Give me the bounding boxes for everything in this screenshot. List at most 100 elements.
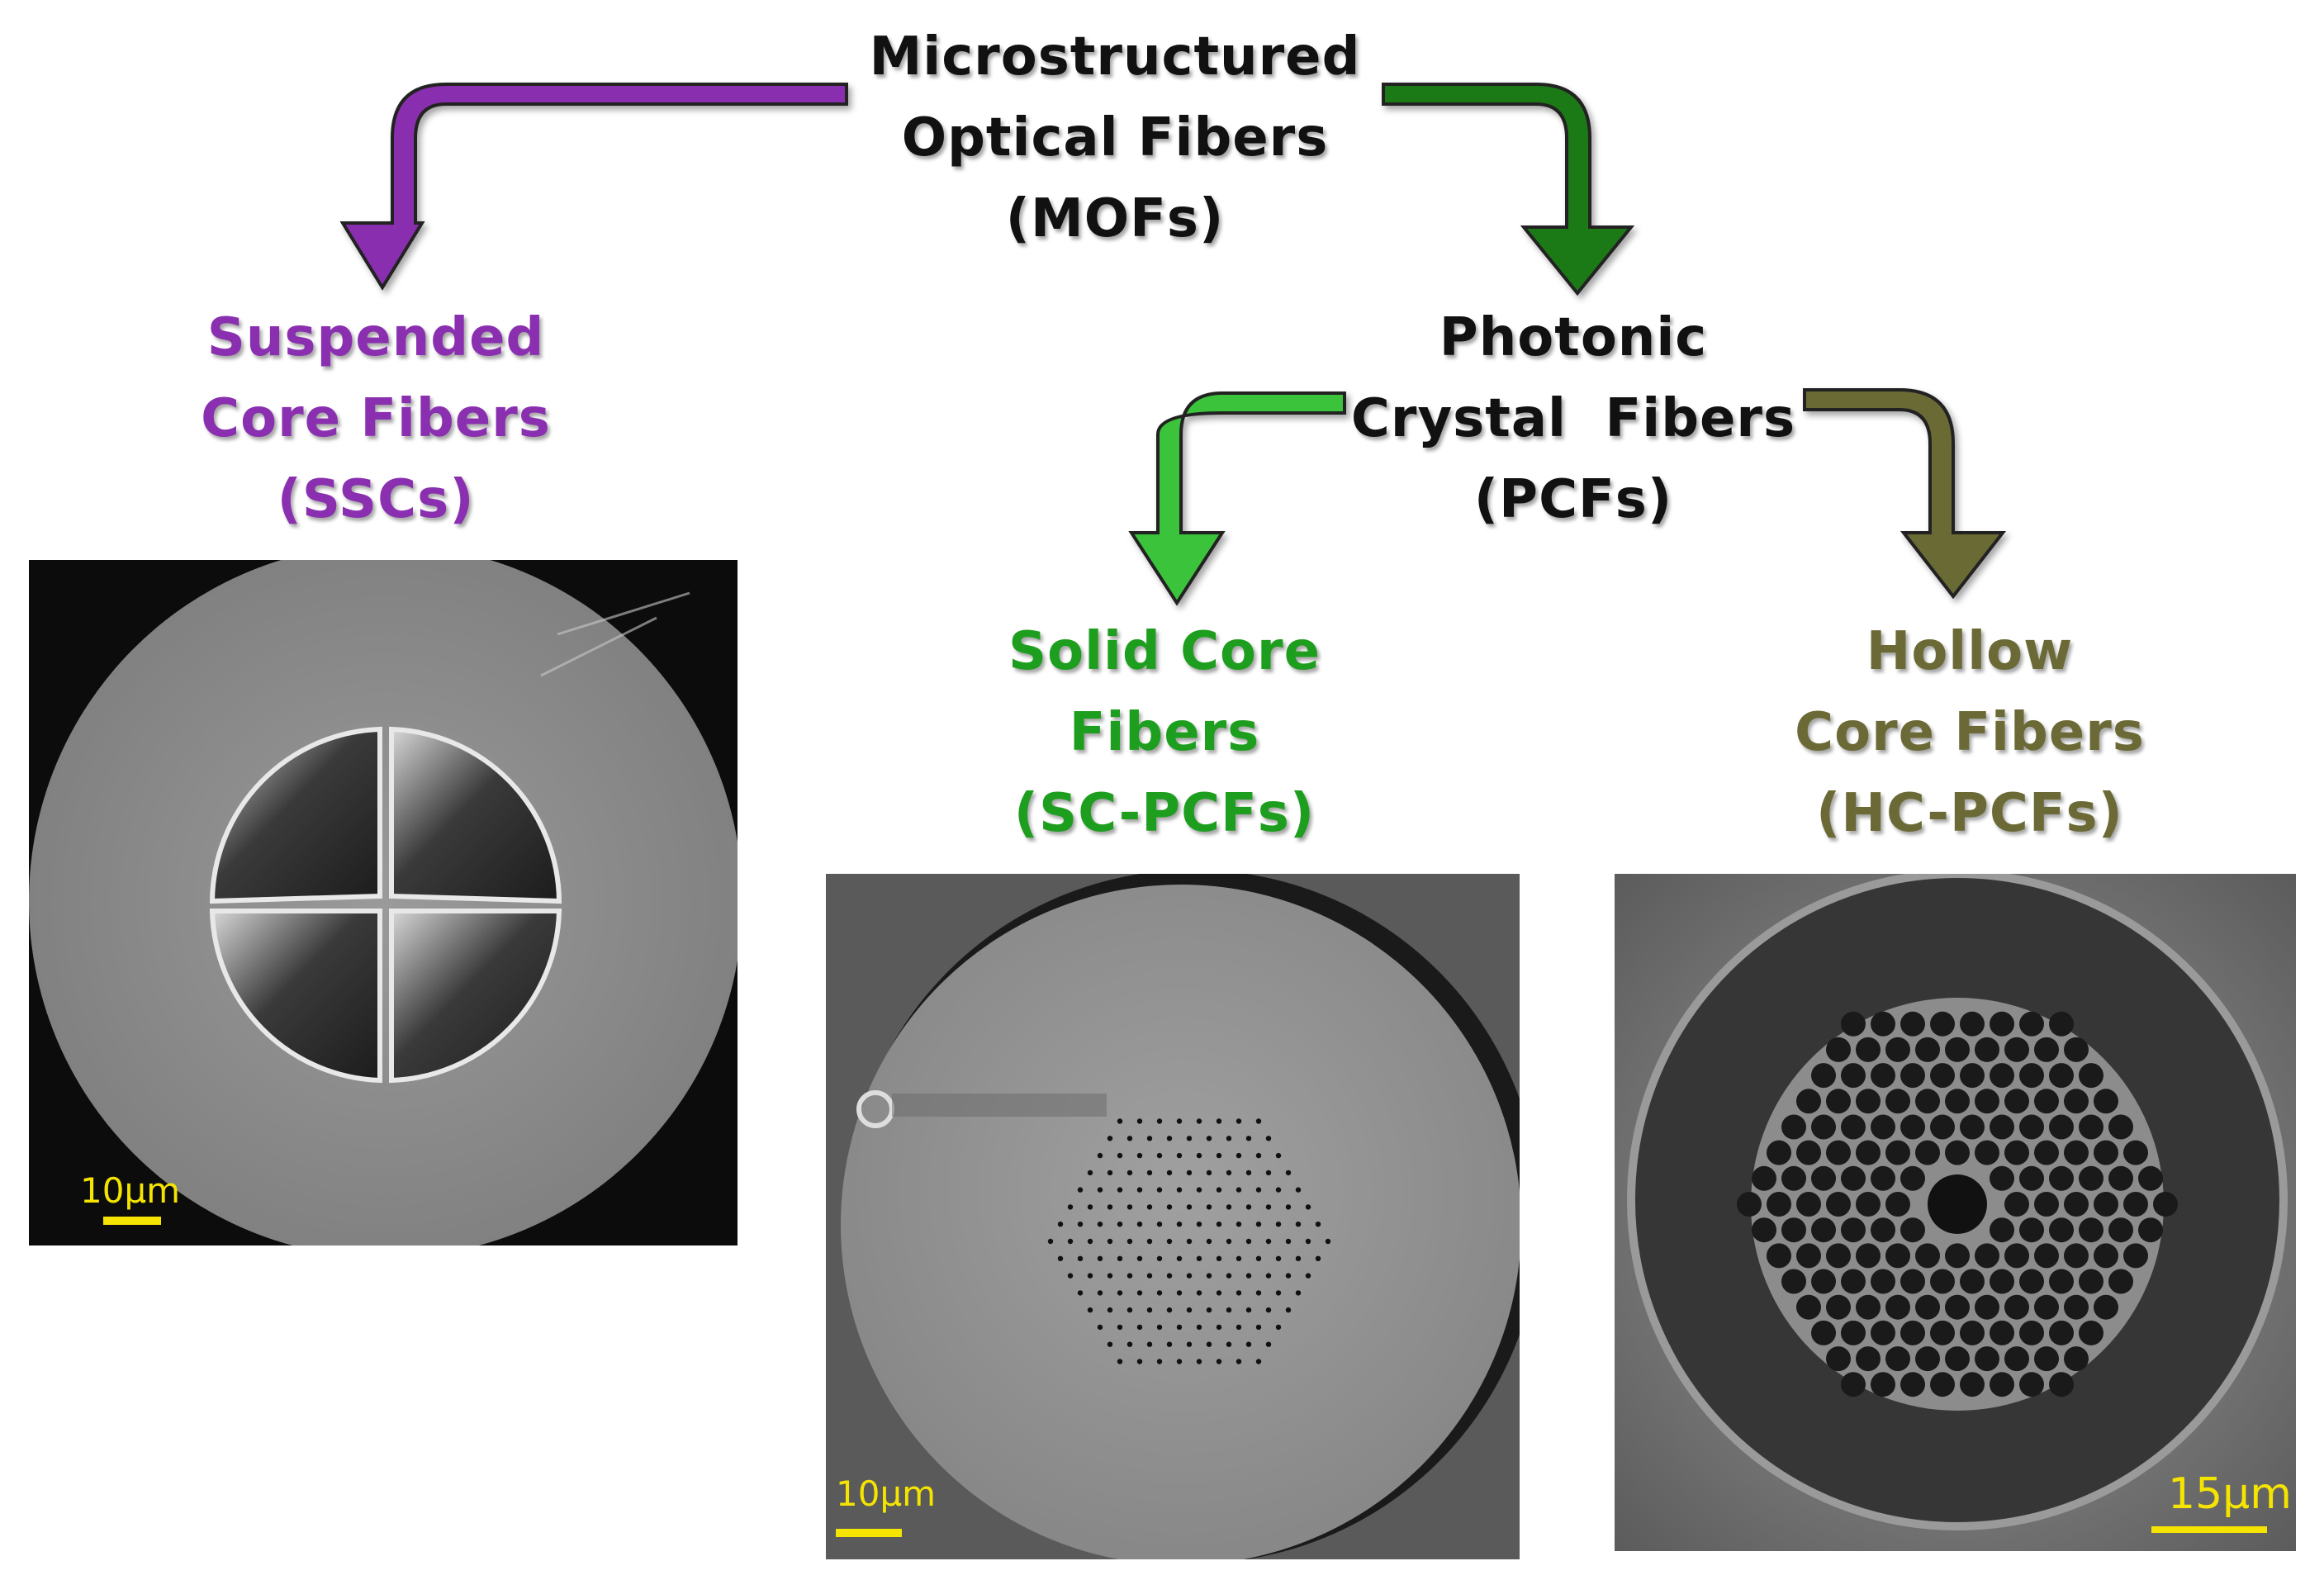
air-hole — [1900, 1011, 1925, 1037]
air-hole — [1087, 1273, 1093, 1279]
air-hole — [1315, 1255, 1321, 1261]
air-hole — [1117, 1187, 1123, 1193]
air-hole — [1826, 1346, 1851, 1372]
air-hole — [2049, 1063, 2074, 1089]
air-hole — [1126, 1204, 1133, 1210]
air-hole — [1796, 1089, 1821, 1114]
air-hole — [1841, 1217, 1866, 1243]
air-hole — [1930, 1372, 1955, 1397]
air-hole — [1841, 1372, 1866, 1397]
air-hole — [1236, 1324, 1242, 1331]
air-hole — [1136, 1290, 1143, 1296]
air-hole — [1166, 1170, 1173, 1176]
air-hole — [1236, 1255, 1242, 1261]
air-hole — [1117, 1290, 1123, 1296]
air-hole — [1136, 1324, 1143, 1331]
air-hole — [1245, 1307, 1252, 1313]
air-hole — [1265, 1238, 1272, 1245]
air-hole — [1176, 1118, 1183, 1124]
air-hole — [1176, 1255, 1183, 1261]
air-hole — [1945, 1037, 1970, 1062]
air-hole — [1146, 1238, 1153, 1245]
air-hole — [1067, 1238, 1074, 1245]
air-hole — [1216, 1222, 1222, 1227]
air-hole — [1107, 1238, 1113, 1245]
air-hole — [1752, 1165, 1776, 1191]
air-hole — [1885, 1140, 1910, 1165]
air-hole — [1767, 1243, 1791, 1269]
air-hole — [1900, 1320, 1925, 1345]
air-hole — [1186, 1307, 1193, 1313]
air-hole — [1156, 1152, 1163, 1159]
air-hole — [1275, 1222, 1282, 1227]
air-hole — [1871, 1372, 1895, 1397]
air-hole — [1245, 1238, 1252, 1245]
air-hole — [1196, 1187, 1202, 1193]
air-hole — [1811, 1114, 1836, 1140]
air-hole — [1811, 1269, 1836, 1294]
air-hole — [1146, 1170, 1153, 1176]
air-hole — [1255, 1118, 1262, 1124]
air-hole — [1226, 1273, 1232, 1279]
air-hole — [1945, 1346, 1970, 1372]
air-hole — [1107, 1307, 1113, 1313]
air-hole — [1255, 1324, 1262, 1331]
air-hole — [1117, 1222, 1123, 1227]
air-hole — [1305, 1204, 1311, 1210]
air-hole — [2034, 1140, 2059, 1165]
scpcf-scale-label: 10μm — [836, 1473, 937, 1514]
air-hole — [1275, 1255, 1282, 1261]
air-hole — [1990, 1114, 2014, 1140]
air-hole — [1841, 1320, 1866, 1345]
air-hole — [1826, 1192, 1851, 1217]
air-hole — [1871, 1011, 1895, 1037]
air-hole — [1885, 1089, 1910, 1114]
scpcf-micrograph: 10μm — [826, 874, 1520, 1559]
air-hole — [1226, 1170, 1232, 1176]
air-hole — [1737, 1192, 1762, 1217]
air-hole — [1781, 1217, 1806, 1243]
air-hole — [1945, 1243, 1970, 1269]
air-hole — [1126, 1136, 1133, 1141]
hcpcf-scale-label: 15μm — [2168, 1469, 2292, 1519]
air-hole — [1325, 1238, 1331, 1245]
air-hole — [1196, 1222, 1202, 1227]
air-hole — [1216, 1187, 1222, 1193]
node-scpcfs-line2: Fibers — [1069, 702, 1260, 763]
air-hole — [1236, 1290, 1242, 1296]
air-hole — [1087, 1204, 1093, 1210]
air-hole — [1752, 1217, 1776, 1243]
node-hcpcfs-line3: (HC-PCFs) — [1816, 783, 2123, 844]
air-hole — [2049, 1011, 2074, 1037]
air-hole — [1057, 1255, 1064, 1261]
air-hole — [2034, 1037, 2059, 1062]
air-hole — [1811, 1063, 1836, 1089]
air-hole — [1245, 1273, 1252, 1279]
air-hole — [1930, 1269, 1955, 1294]
air-hole — [1900, 1165, 1925, 1191]
air-hole — [1900, 1114, 1925, 1140]
air-hole — [1226, 1307, 1232, 1313]
air-hole — [1265, 1204, 1272, 1210]
air-hole — [2049, 1269, 2074, 1294]
air-hole — [1796, 1294, 1821, 1320]
air-hole — [1945, 1140, 1970, 1165]
arrow-pcfs-to-hcpcfs — [1803, 388, 2007, 600]
air-hole — [1305, 1238, 1311, 1245]
air-hole — [1265, 1170, 1272, 1176]
air-hole — [2064, 1294, 2089, 1320]
air-hole — [1136, 1255, 1143, 1261]
node-scpcfs: Solid Core Fibers (SC-PCFs) — [958, 611, 1371, 854]
node-scpcfs-line1: Solid Core — [1008, 621, 1321, 682]
air-hole — [1166, 1273, 1173, 1279]
air-hole — [1236, 1118, 1242, 1124]
air-hole — [2094, 1089, 2118, 1114]
air-hole — [1166, 1341, 1173, 1347]
air-hole — [1871, 1269, 1895, 1294]
air-hole — [1915, 1140, 1940, 1165]
air-hole — [1285, 1273, 1292, 1279]
air-hole — [1885, 1294, 1910, 1320]
air-hole — [1196, 1290, 1202, 1296]
air-hole — [1826, 1140, 1851, 1165]
air-hole — [2064, 1192, 2089, 1217]
